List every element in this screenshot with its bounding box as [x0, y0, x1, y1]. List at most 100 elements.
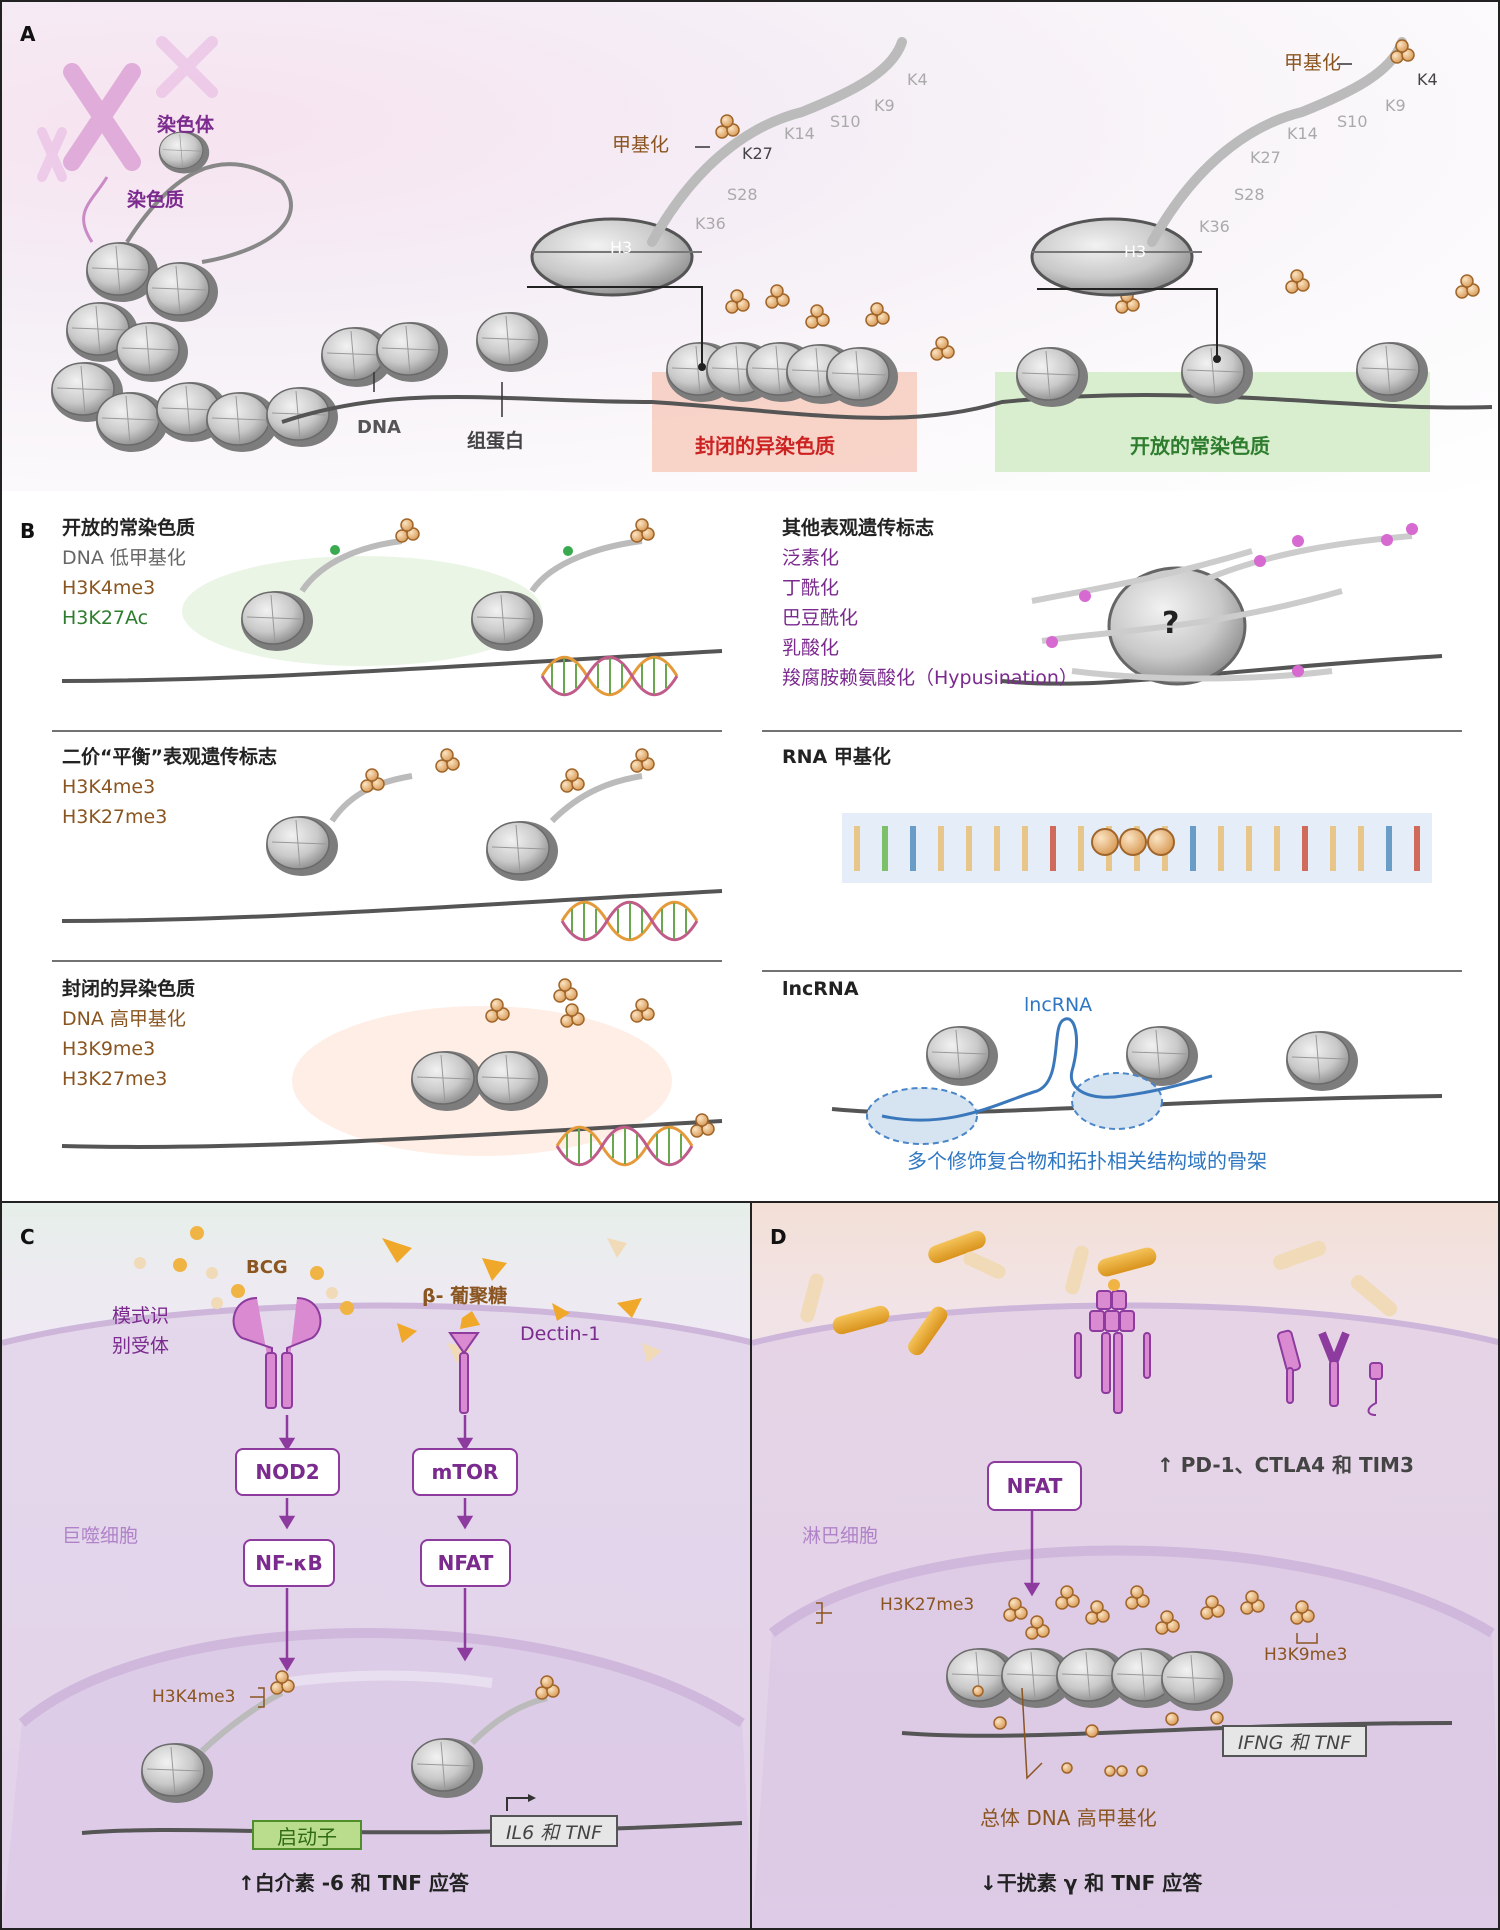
histone-tail-zoom-right — [1030, 37, 1415, 363]
il6-tnf-gene-box: IL6 和 TNF — [490, 1815, 618, 1847]
panel-a: A 染色体 染色质 DNA 组蛋白 封闭的异染色质 开放的常染色质 甲基化 甲基… — [0, 0, 1500, 493]
chromosome-label: 染色体 — [157, 114, 215, 136]
nfat-box-c: NFAT — [420, 1539, 511, 1587]
chromatin-fiber — [50, 130, 549, 453]
residue-k36-right: K36 — [1199, 217, 1230, 236]
other-line-2: 丁酰化 — [782, 577, 840, 599]
h3k9me3-label-d: H3K9me3 — [1264, 1645, 1348, 1665]
acetyl-mark — [330, 545, 340, 555]
other-title: 其他表观遗传标志 — [782, 517, 935, 539]
panel-d-illustration — [752, 1230, 1498, 1928]
residue-k9-left: K9 — [874, 96, 895, 115]
nucleus — [2, 1633, 750, 1928]
chromatin-label: 染色质 — [127, 189, 185, 211]
open-title: 开放的常染色质 — [62, 517, 196, 539]
residue-k27-left: K27 — [742, 144, 773, 163]
histone-tail-zoom-left — [527, 37, 907, 371]
acetyl-mark — [563, 546, 573, 556]
dna-strand-d — [901, 1721, 1453, 1738]
dna-strand-a — [281, 393, 1493, 424]
residue-k4-right: K4 — [1417, 70, 1438, 89]
lncrna-tag: lncRNA — [1024, 994, 1093, 1016]
signaling-arrows — [278, 1415, 474, 1672]
panel-a-label: A — [20, 22, 36, 46]
nfkb-box: NF-κB — [243, 1539, 335, 1587]
bivalent-title: 二价“平衡”表观遗传标志 — [62, 746, 277, 768]
panel-c: C BCG 模式识 别受体 β- 葡聚糖 Dectin-1 NOD2 NF-κB… — [0, 1203, 752, 1930]
open-line-3: H3K27Ac — [62, 607, 149, 629]
bcg-label: BCG — [246, 1257, 288, 1278]
panel-a-illustration — [37, 36, 1493, 472]
residue-s28-right: S28 — [1234, 185, 1265, 204]
other-line-5: 羧腐胺赖氨酸化（Hypusination） — [782, 667, 1078, 689]
panel-b: B 开放的常染色质 DNA 低甲基化 H3K4me3 H3K27Ac 其他表观遗… — [0, 491, 1500, 1203]
panel-c-label: C — [20, 1225, 35, 1249]
residue-k27-right: K27 — [1250, 148, 1281, 167]
beta-glucan-label: β- 葡聚糖 — [422, 1285, 508, 1307]
lncrna-title: lncRNA — [782, 978, 859, 1000]
closed-heterochromatin-label: 封闭的异染色质 — [695, 434, 835, 458]
closed-line-2: H3K9me3 — [62, 1038, 156, 1060]
residue-k36-left: K36 — [695, 214, 726, 233]
h3-label-right: H3 — [1124, 242, 1147, 261]
nucleus-d — [752, 1550, 1498, 1928]
rna-title: RNA 甲基化 — [782, 746, 891, 768]
h3k4me3-label-c: H3K4me3 — [152, 1687, 236, 1707]
result-d: ↓干扰素 γ 和 TNF 应答 — [980, 1871, 1203, 1895]
residue-k9-right: K9 — [1385, 96, 1406, 115]
promoter-box: 启动子 — [252, 1820, 362, 1850]
methylation-label-left: 甲基化 — [612, 134, 670, 156]
beta-glucan-particles — [382, 1238, 662, 1363]
closed-line-1: DNA 高甲基化 — [62, 1008, 186, 1030]
nfat-box-d: NFAT — [987, 1461, 1082, 1511]
residue-k14-left: K14 — [784, 124, 815, 143]
chromatin-squiggle — [82, 176, 109, 243]
heterochromatin-d — [945, 1585, 1315, 1777]
panel-d-label: D — [770, 1225, 787, 1249]
h3k27me3-label-d: H3K27me3 — [880, 1595, 975, 1615]
other-line-1: 泛素化 — [782, 547, 840, 569]
checkpoint-receptors — [1074, 1290, 1383, 1416]
residue-s10-right: S10 — [1337, 112, 1368, 131]
prr-label-2: 别受体 — [112, 1335, 170, 1357]
lncrna-strand — [881, 1017, 1213, 1122]
bacteria-rods — [800, 1230, 1398, 1356]
nod2-box: NOD2 — [235, 1448, 340, 1496]
prr-label-1: 模式识 — [112, 1305, 170, 1327]
panel-b-label: B — [20, 519, 36, 543]
dectin-1-receptor — [448, 1332, 480, 1414]
checkpoint-label: ↑ PD-1、CTLA4 和 TIM3 — [1157, 1453, 1414, 1477]
residue-k14-right: K14 — [1287, 124, 1318, 143]
closed-title: 封闭的异染色质 — [62, 978, 196, 1000]
other-line-4: 乳酸化 — [782, 637, 840, 659]
lncrna-caption: 多个修饰复合物和拓扑相关结构域的骨架 — [907, 1149, 1267, 1173]
bcg-particles — [134, 1226, 354, 1315]
pattern-recognition-receptor — [232, 1297, 322, 1409]
bivalent-line-1: H3K4me3 — [62, 776, 156, 798]
dna-label: DNA — [357, 417, 401, 438]
other-line-3: 巴豆酰化 — [782, 607, 859, 629]
bivalent-line-2: H3K27me3 — [62, 806, 168, 828]
question-mark: ? — [1162, 606, 1180, 641]
dectin-label: Dectin-1 — [520, 1323, 601, 1345]
residue-s10-left: S10 — [830, 112, 861, 131]
open-line-1: DNA 低甲基化 — [62, 547, 186, 569]
dna-hypermethylation-label: 总体 DNA 高甲基化 — [980, 1806, 1157, 1830]
open-euchromatin-label: 开放的常染色质 — [1130, 434, 1270, 458]
residue-s28-left: S28 — [727, 185, 758, 204]
panel-d: D NFAT ↑ PD-1、CTLA4 和 TIM3 淋巴细胞 H3K27me3… — [750, 1203, 1500, 1930]
mtor-box: mTOR — [412, 1448, 518, 1496]
open-line-2: H3K4me3 — [62, 577, 156, 599]
chromosome-icon — [37, 36, 218, 182]
residue-k4-left: K4 — [907, 70, 928, 89]
macrophage-label: 巨噬细胞 — [62, 1525, 139, 1547]
ifng-tnf-gene-box: IFNG 和 TNF — [1222, 1725, 1367, 1757]
histone-label: 组蛋白 — [467, 430, 525, 452]
panel-c-illustration — [2, 1226, 750, 1928]
result-c: ↑白介素 -6 和 TNF 应答 — [238, 1871, 469, 1895]
h3-label-left: H3 — [610, 238, 633, 257]
panel-b-illustration — [52, 518, 1462, 1167]
methylation-label-right: 甲基化 — [1284, 52, 1342, 74]
lymphocyte-label: 淋巴细胞 — [802, 1525, 879, 1547]
closed-line-3: H3K27me3 — [62, 1068, 168, 1090]
